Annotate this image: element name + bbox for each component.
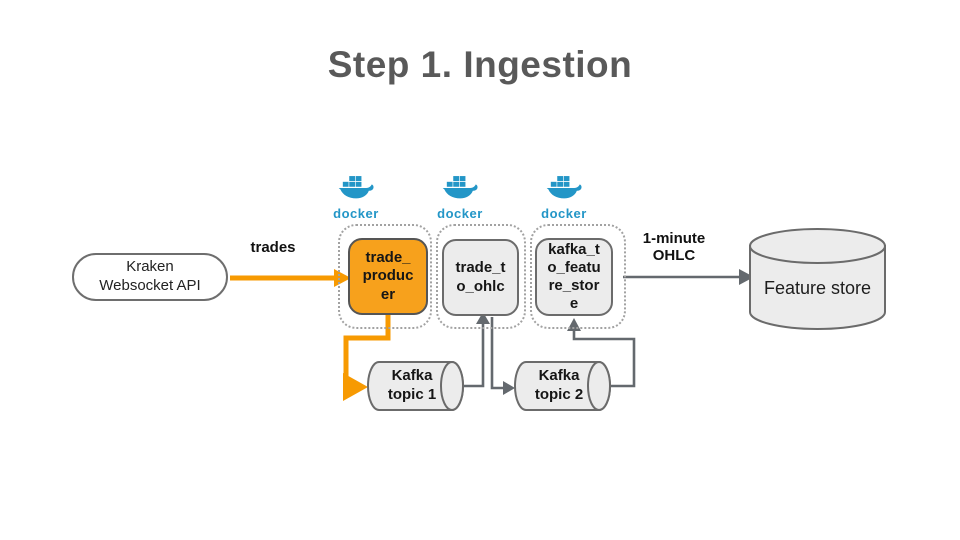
trades-edge-label: trades xyxy=(250,239,296,256)
kafka-topic-1-label: Kafka topic 1 xyxy=(387,367,437,403)
kafka-to-feature-store-label: kafka_t o_featu re_stor e xyxy=(547,241,601,312)
docker-logo: docker xyxy=(328,174,384,221)
trade-producer-node: trade_ produc er xyxy=(348,238,428,315)
feature-store-cylinder xyxy=(749,228,886,330)
trade-producer-label: trade_ produc er xyxy=(362,249,414,303)
kafka-topic-1-cylinder xyxy=(367,361,464,411)
kafka-to-feature-store-node: kafka_t o_featu re_stor e xyxy=(535,238,613,316)
kafka-topic-2-label: Kafka topic 2 xyxy=(534,367,584,403)
producer-to-topic1-arrow xyxy=(343,314,391,401)
trade-to-ohlc-node: trade_t o_ohlc xyxy=(442,239,519,316)
docker-wordmark: docker xyxy=(437,206,483,221)
docker-whale-icon xyxy=(442,176,478,199)
docker-container-frame-trade-to-ohlc xyxy=(436,224,526,329)
docker-logo: docker xyxy=(536,174,592,221)
slide-title: Step 1. Ingestion xyxy=(327,44,633,85)
docker-container-frame-trade-producer xyxy=(338,224,432,329)
trade-to-ohlc-label: trade_t o_ohlc xyxy=(455,259,506,295)
topic1-to-ohlc-arrow xyxy=(458,312,490,388)
docker-whale-icon xyxy=(338,176,374,199)
docker-wordmark: docker xyxy=(333,206,379,221)
trades-arrow xyxy=(230,269,351,287)
kafka-topic-2-cylinder xyxy=(514,361,611,411)
docker-container-frame-kafka-to-feature-store xyxy=(530,224,626,329)
docker-whale-icon xyxy=(546,176,582,199)
one-minute-ohlc-edge-label: 1-minute OHLC xyxy=(642,230,706,265)
kraken-websocket-api-label: Kraken Websocket API xyxy=(99,258,201,294)
kraken-websocket-api-node: Kraken Websocket API xyxy=(72,253,228,301)
docker-logo: docker xyxy=(432,174,488,221)
ohlc-to-topic2-arrow xyxy=(490,317,515,395)
ohlc-to-feature-store-arrow xyxy=(623,269,754,285)
feature-store-label: Feature store xyxy=(763,277,872,298)
docker-wordmark: docker xyxy=(541,206,587,221)
